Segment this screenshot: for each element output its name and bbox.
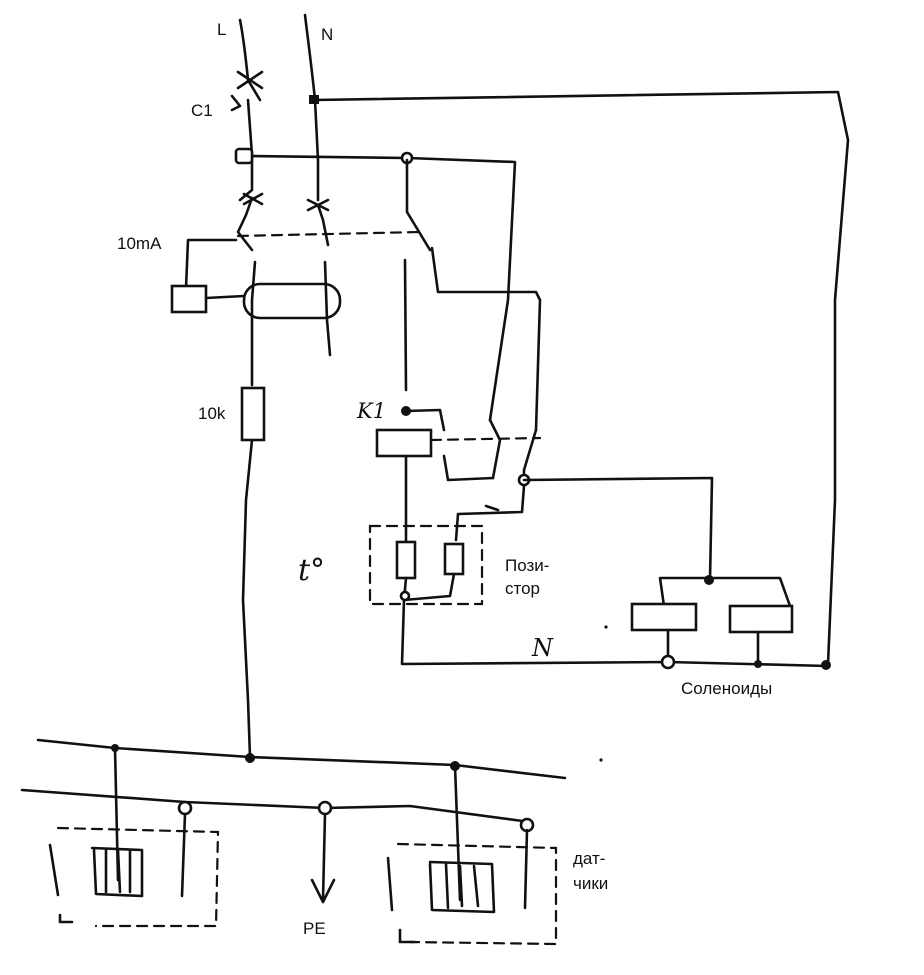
label-breaker: C1 bbox=[191, 101, 213, 120]
sensor-bus-node-main bbox=[245, 753, 255, 763]
phase-terminal-node bbox=[234, 147, 254, 165]
rcd-contacts bbox=[242, 158, 432, 392]
breaker-c1 bbox=[230, 70, 264, 112]
rcd-trip-wire bbox=[170, 238, 238, 290]
neutral-bus-top bbox=[312, 90, 850, 666]
label-sensors-2: чики bbox=[573, 874, 608, 893]
solenoid-1 bbox=[630, 602, 698, 632]
label-sensors-1: дат- bbox=[573, 849, 605, 868]
relay-k1-coil bbox=[375, 428, 433, 458]
label-relay: K1 bbox=[356, 399, 386, 423]
posistor-element-1 bbox=[395, 540, 417, 580]
sensor-2 bbox=[386, 764, 558, 946]
label-earth: PE bbox=[303, 919, 326, 938]
pe-arrow bbox=[310, 812, 336, 904]
pe-node-1 bbox=[177, 800, 193, 816]
label-resistor: 10k bbox=[198, 404, 226, 423]
relay-contact-supply bbox=[430, 246, 542, 432]
relay-mechanical-link bbox=[429, 436, 542, 442]
pe-node-main bbox=[317, 800, 333, 816]
label-temperature: t° bbox=[298, 553, 325, 588]
relay-contact-1 bbox=[488, 418, 502, 480]
solenoid-junction-node bbox=[704, 575, 714, 585]
neutral-return bbox=[400, 598, 830, 668]
rcd-mechanical-link bbox=[236, 230, 422, 238]
label-line: L bbox=[217, 20, 226, 39]
current-transformer bbox=[242, 282, 342, 320]
label-posistor-2: стор bbox=[505, 579, 540, 598]
sensor-1 bbox=[48, 746, 220, 928]
solenoid-neutral-node-1 bbox=[660, 654, 676, 670]
posistor-enclosure bbox=[368, 524, 484, 606]
posistor-element-2 bbox=[443, 542, 465, 576]
solenoid-neutral-node-2 bbox=[754, 660, 762, 668]
neutral-bus-node bbox=[821, 660, 831, 670]
label-neutral-top: N bbox=[321, 25, 333, 44]
label-neutral-bottom: N bbox=[531, 634, 554, 662]
pe-bus bbox=[20, 788, 532, 824]
label-posistor-1: Пози- bbox=[505, 556, 549, 575]
label-rcd-rating: 10mA bbox=[117, 234, 162, 253]
solenoid-2 bbox=[728, 604, 794, 634]
posistor-node bbox=[399, 590, 411, 602]
phase-bus bbox=[250, 154, 517, 422]
neutral-conductor bbox=[303, 13, 332, 357]
rcd-trip-coil bbox=[170, 284, 208, 314]
resistor-10k bbox=[240, 386, 266, 442]
label-solenoids: Соленоиды bbox=[681, 679, 772, 698]
